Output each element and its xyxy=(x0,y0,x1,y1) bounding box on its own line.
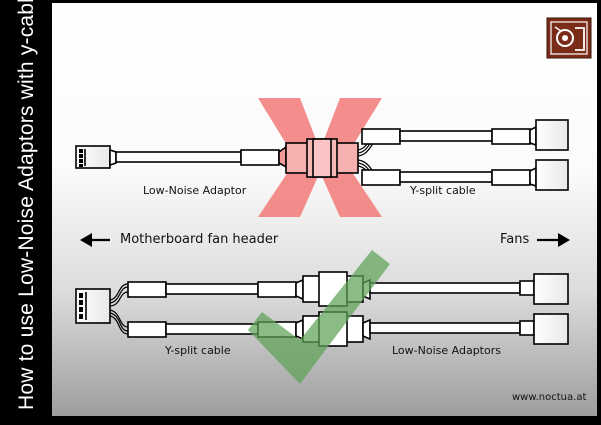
motherboard-header-label: Motherboard fan header xyxy=(120,232,279,247)
bottom-adaptors-label: Low-Noise Adaptors xyxy=(392,344,501,357)
top-ysplit-label: Y-split cable xyxy=(410,184,476,197)
top-cable-assembly xyxy=(75,119,569,191)
page-title: How to use Low-Noise Adaptors with y-cab… xyxy=(15,0,38,410)
fans-label: Fans xyxy=(500,232,530,247)
arrow-right-icon xyxy=(537,233,570,247)
arrow-left-icon xyxy=(80,233,110,247)
website-link[interactable]: www.noctua.at xyxy=(512,392,587,403)
correct-check-mark xyxy=(248,250,390,384)
diagram-panel xyxy=(52,3,597,416)
top-adaptor-label: Low-Noise Adaptor xyxy=(143,184,247,197)
noctua-owl-logo xyxy=(546,17,592,59)
bottom-ysplit-label: Y-split cable xyxy=(165,344,231,357)
